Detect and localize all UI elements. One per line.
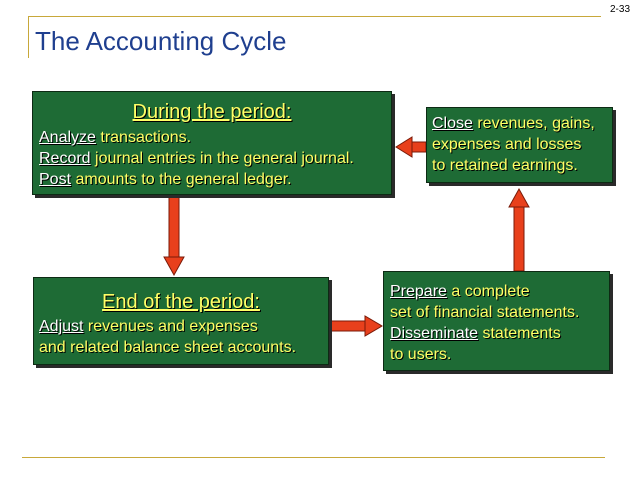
balance-sheet-line: and related balance sheet accounts. <box>39 339 297 356</box>
close-line: Close revenues, gains, <box>432 115 595 132</box>
disseminate-line: Disseminate statements <box>390 325 561 342</box>
page-number: 2-33 <box>609 4 630 15</box>
top-rule <box>28 16 601 17</box>
during-period-box: During the period: Analyze transactions.… <box>32 91 392 195</box>
financial-statements-line: set of financial statements. <box>390 304 580 321</box>
adjust-line: Adjust revenues and expenses <box>39 318 258 335</box>
end-heading: End of the period: <box>102 291 260 313</box>
arrow-left <box>395 136 427 158</box>
analyze-line: Analyze transactions. <box>39 129 192 146</box>
arrow-right <box>330 315 383 337</box>
close-box: Close revenues, gains, expenses and loss… <box>426 107 613 183</box>
post-line: Post amounts to the general ledger. <box>39 171 292 188</box>
retained-earnings-line: to retained earnings. <box>432 157 578 174</box>
bottom-rule <box>22 457 605 458</box>
page-title: The Accounting Cycle <box>35 26 287 56</box>
left-rule <box>28 16 29 58</box>
arrow-up <box>508 187 530 272</box>
expenses-losses-line: expenses and losses <box>432 136 582 153</box>
prepare-box: Prepare a complete set of financial stat… <box>383 271 610 371</box>
users-line: to users. <box>390 346 452 363</box>
end-period-box: End of the period: Adjust revenues and e… <box>33 277 329 365</box>
prepare-line: Prepare a complete <box>390 283 530 300</box>
record-line: Record journal entries in the general jo… <box>39 150 354 167</box>
during-heading: During the period: <box>132 101 292 123</box>
arrow-down <box>163 196 185 277</box>
